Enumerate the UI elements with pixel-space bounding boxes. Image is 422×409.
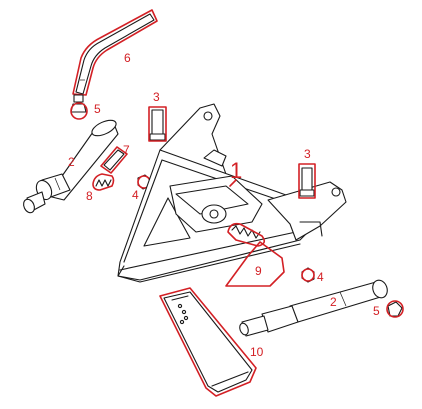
label-nut-left: 4 [132, 188, 139, 202]
label-lever: 6 [124, 51, 131, 65]
label-pin-left: 2 [68, 155, 75, 169]
main-frame [117, 103, 347, 283]
label-spring-large: 9 [255, 264, 262, 278]
label-fitting-right: 5 [373, 304, 380, 318]
part-labels: 1 2 2 3 3 4 4 5 5 6 7 8 9 10 [68, 51, 380, 359]
nut-right [301, 267, 315, 283]
label-spring-small: 8 [86, 189, 93, 203]
spring-small [92, 173, 115, 191]
bolt-right [298, 163, 316, 199]
label-nut-right: 4 [317, 270, 324, 284]
pivot-pin-right [239, 279, 388, 337]
label-frame: 1 [230, 158, 242, 183]
spring-large [225, 222, 285, 287]
lever-rod [72, 9, 158, 96]
label-pin-right: 2 [330, 295, 337, 309]
foot-plate [159, 287, 257, 397]
label-fitting-left: 5 [94, 102, 101, 116]
label-bolt-right: 3 [304, 147, 311, 161]
pivot-pin-left [23, 119, 119, 214]
label-sleeve: 7 [123, 143, 130, 157]
grease-fitting-left [70, 94, 88, 120]
grease-fitting-right [386, 300, 404, 318]
sleeve [100, 146, 128, 174]
bolt-center [148, 106, 167, 142]
label-foot-plate: 10 [250, 345, 264, 359]
label-bolt-center: 3 [153, 90, 160, 104]
